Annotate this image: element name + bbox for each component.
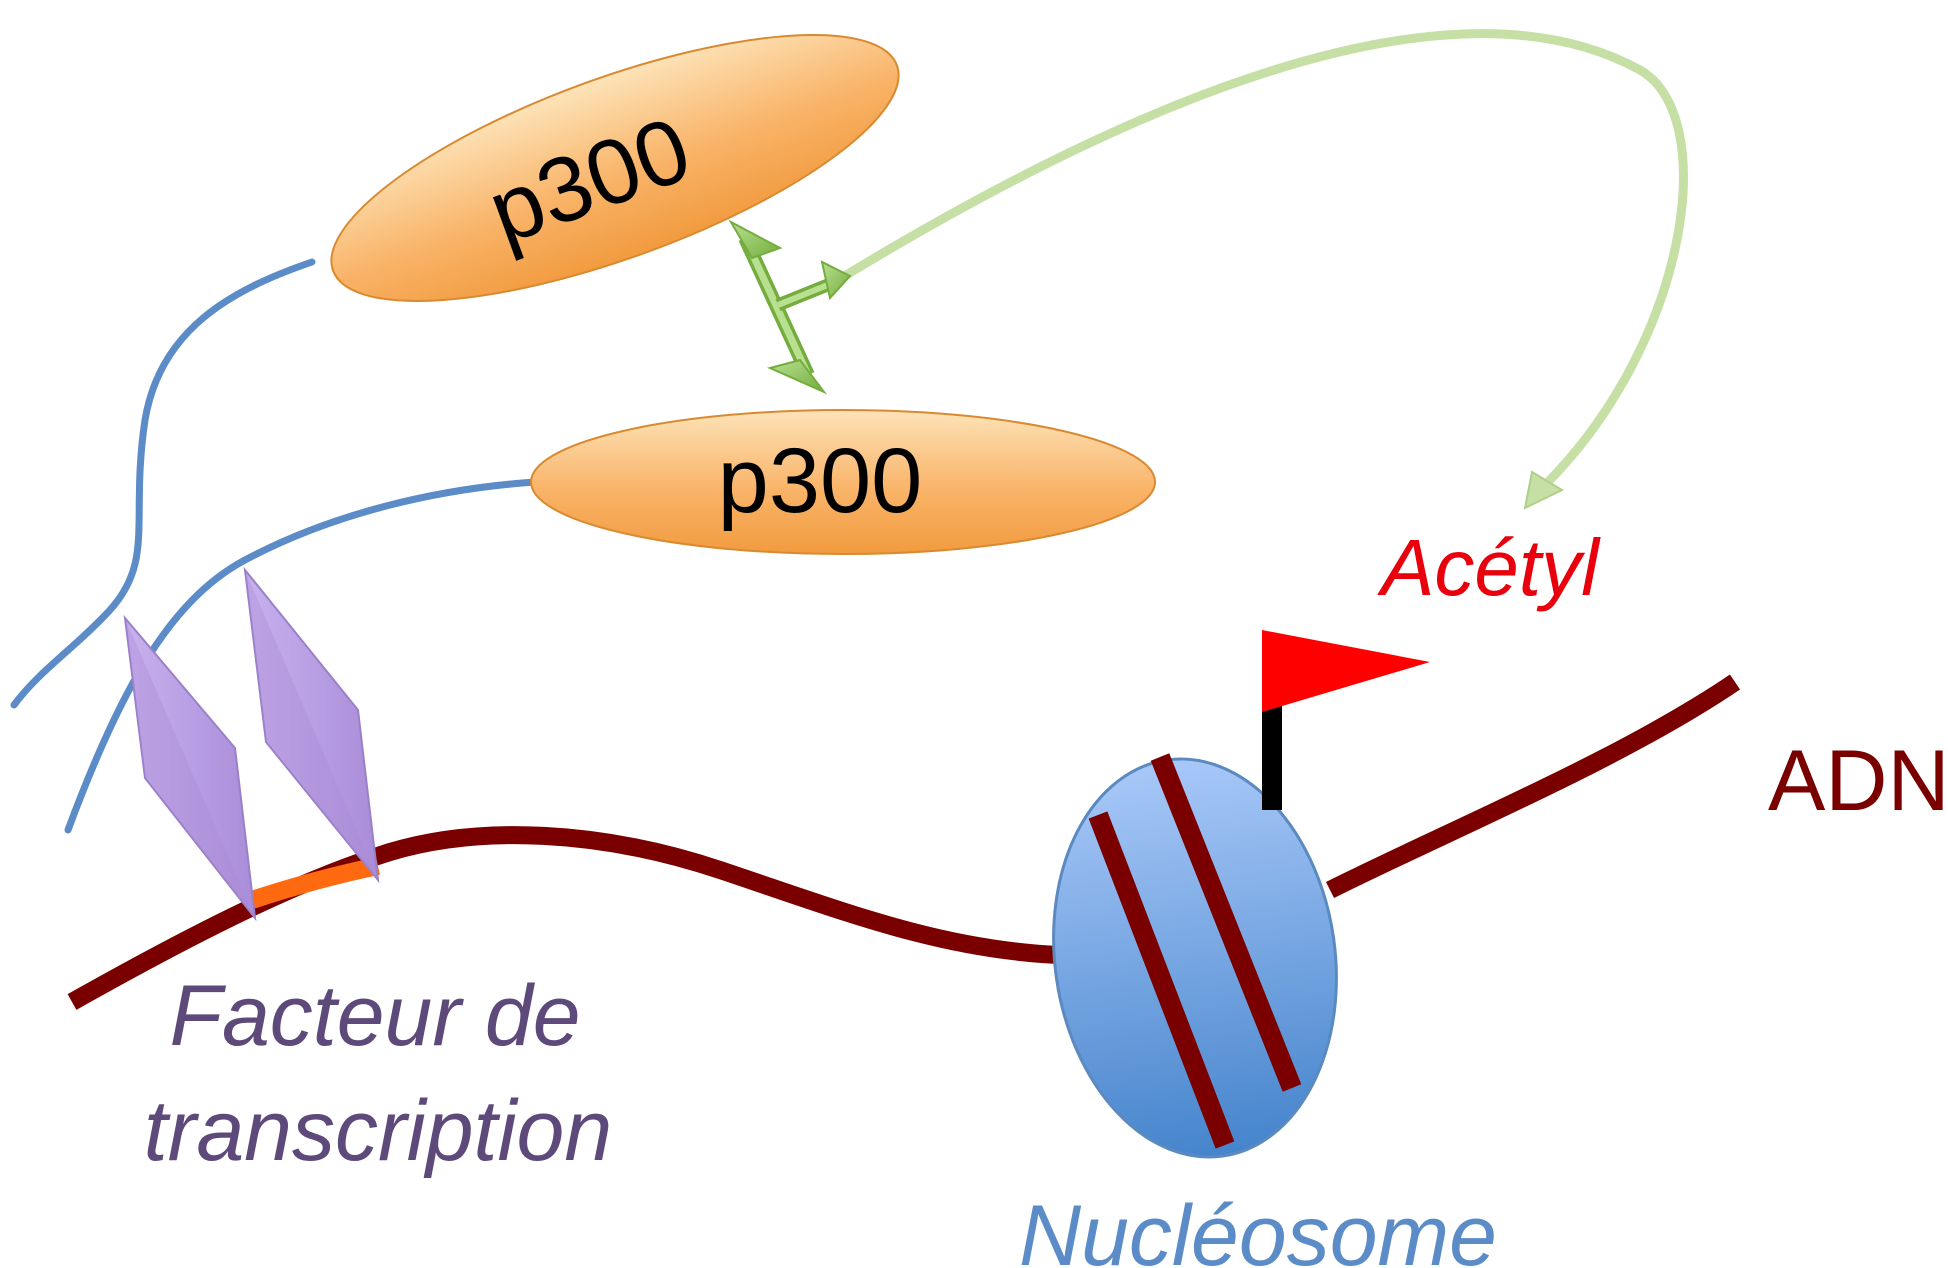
feedback-arrow xyxy=(833,29,1688,510)
p300-bottom-label: p300 xyxy=(718,430,923,532)
flag-pole xyxy=(1262,700,1282,810)
nucleosome-dna-stripe-1 xyxy=(1088,811,1235,1149)
double-headed-arrow-icon xyxy=(728,219,852,395)
tether-bottom xyxy=(64,478,539,834)
transcription-factor-left xyxy=(123,614,257,922)
facteur-label-line2: transcription xyxy=(144,1083,612,1179)
nucleosome-label: Nucléosome xyxy=(1019,1188,1497,1268)
tether-top xyxy=(10,258,316,709)
binding-site xyxy=(249,857,380,909)
facteur-label-line1: Facteur de xyxy=(169,968,580,1064)
nucleosome-dna-stripe-2 xyxy=(1150,753,1302,1092)
p300-top: p300 xyxy=(330,34,900,302)
acetyl-flag xyxy=(1262,630,1430,712)
flag-icon xyxy=(1262,630,1430,810)
adn-label: ADN xyxy=(1768,733,1948,829)
nucleosome xyxy=(1052,753,1338,1159)
feedback-arrow-head xyxy=(1523,470,1565,510)
p300-bottom: p300 xyxy=(530,409,1156,555)
transcription-factor-right xyxy=(243,566,380,884)
acetyl-label: Acétyl xyxy=(1377,523,1601,612)
